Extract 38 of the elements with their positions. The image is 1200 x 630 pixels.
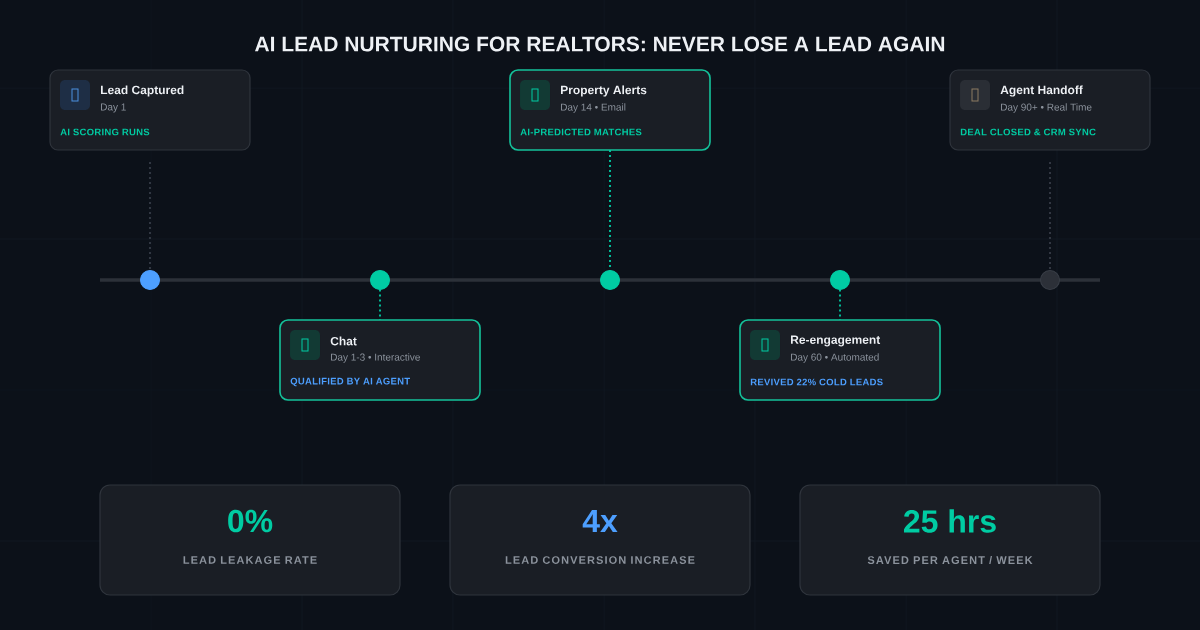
stat-value: 0% (228, 509, 273, 533)
timeline-dot (370, 270, 390, 290)
timeline-card (949, 69, 1151, 151)
card-tag: AI-PREDICTED MATCHES (520, 128, 642, 136)
stat-label: SAVED PER AGENT / WEEK (867, 555, 1033, 565)
title: AI LEAD NURTURING FOR REALTORS: NEVER LOSE A LEAD AGAIN (255, 36, 945, 52)
card-tag: AI SCORING RUNS (60, 128, 150, 136)
card-tag: DEAL CLOSED & CRM SYNC (960, 128, 1096, 136)
dotted-connector (149, 161, 151, 272)
timeline-dot (1040, 270, 1060, 290)
card-tag: QUALIFIED BY AI AGENT (290, 377, 410, 387)
card-title: Chat (330, 336, 357, 346)
card-tag: REVIVED 22% COLD LEADS (750, 378, 883, 386)
stat-value: 4x (582, 510, 618, 532)
card-subtitle: Day 60 • Automated (791, 353, 879, 363)
timeline-dot (600, 270, 620, 290)
stat-label: LEAD CONVERSION INCREASE (505, 556, 695, 564)
card-subtitle: Day 90+ • Real Time (1001, 103, 1092, 113)
card-title: Property Alerts (561, 85, 647, 97)
card-subtitle: Day 1-3 • Interactive (331, 353, 420, 363)
card-title: Re-engagement (791, 335, 881, 347)
stat-value: 25 hrs (904, 509, 996, 533)
card-title: Agent Handoff (1000, 85, 1083, 97)
card-subtitle: Day 1 (101, 103, 126, 113)
timeline-card (739, 319, 941, 401)
dotted-connector (609, 149, 611, 272)
timeline-dot (140, 270, 160, 290)
stat-card (799, 484, 1101, 596)
card-title: Lead Captured (101, 85, 184, 97)
stat-label: LEAD LEAKAGE RATE (183, 556, 317, 564)
dotted-connector (1049, 161, 1051, 272)
timeline-dot (830, 270, 850, 290)
stat-card (449, 484, 751, 596)
timeline-card (509, 69, 711, 151)
timeline-card (49, 69, 251, 151)
card-subtitle: Day 14 • Email (561, 103, 626, 113)
stat-card (99, 484, 401, 596)
timeline-card (279, 319, 481, 401)
